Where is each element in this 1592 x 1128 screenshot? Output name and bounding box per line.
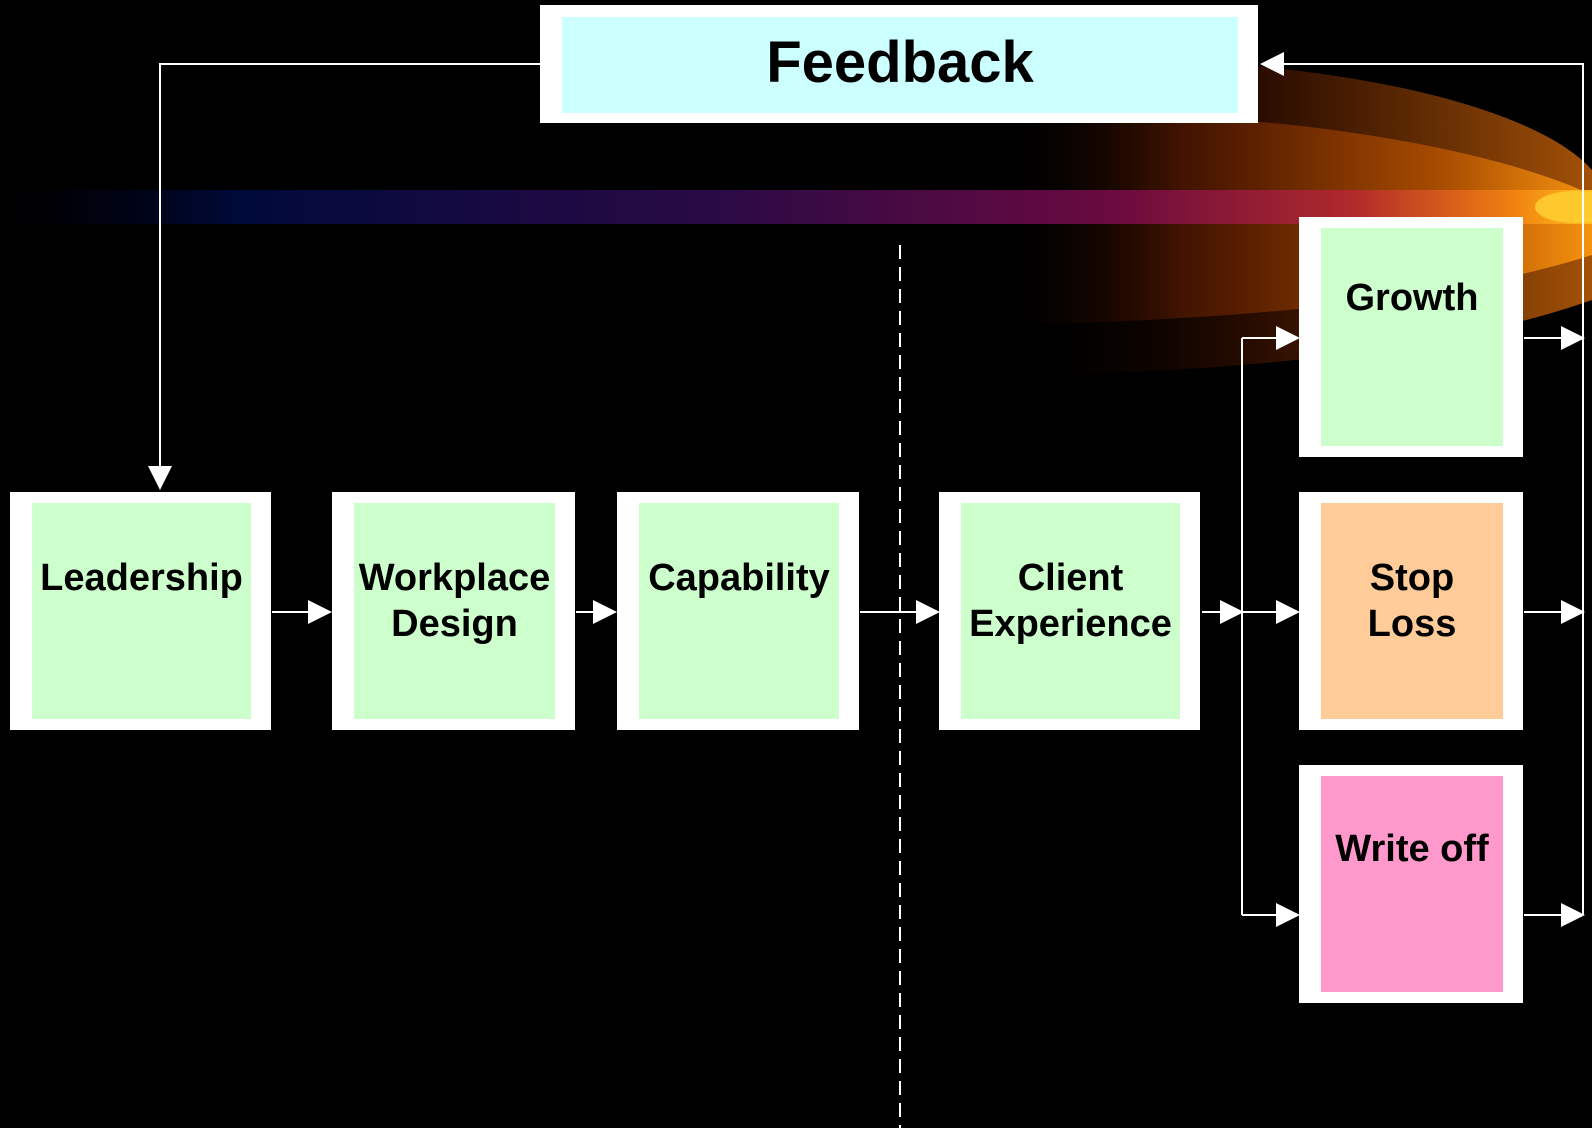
- leadership-fill: Leadership: [32, 503, 251, 719]
- growth-box: Growth: [1299, 217, 1523, 457]
- outcomes-to-feedback-connector: [1260, 52, 1584, 335]
- write-off-box: Write off: [1299, 765, 1523, 1003]
- capability-box: Capability: [617, 492, 859, 730]
- growth-label: Growth: [1345, 277, 1479, 319]
- stop-loss-box: Stop Loss: [1299, 492, 1523, 730]
- workplace-design-fill: Workplace Design: [354, 503, 555, 719]
- feedback-box: Feedback: [540, 5, 1258, 123]
- stop-loss-label: Stop Loss: [1367, 557, 1457, 645]
- feedback-fill: Feedback: [562, 17, 1238, 113]
- leadership-box: Leadership: [10, 492, 271, 730]
- workplace-design-box: Workplace Design: [332, 492, 575, 730]
- client-experience-box: Client Experience: [939, 492, 1200, 730]
- feedback-label: Feedback: [766, 30, 1034, 95]
- leadership-label: Leadership: [40, 557, 243, 599]
- write-off-label: Write off: [1335, 828, 1489, 870]
- feedback-to-leadership-connector: [148, 63, 540, 490]
- growth-fill: Growth: [1321, 228, 1503, 446]
- workplace-design-label: Workplace Design: [358, 557, 551, 645]
- capability-fill: Capability: [639, 503, 839, 719]
- stop-loss-fill: Stop Loss: [1321, 503, 1503, 719]
- client-experience-fill: Client Experience: [961, 503, 1180, 719]
- capability-label: Capability: [648, 557, 830, 599]
- client-experience-label: Client Experience: [969, 557, 1172, 645]
- write-off-fill: Write off: [1321, 776, 1503, 992]
